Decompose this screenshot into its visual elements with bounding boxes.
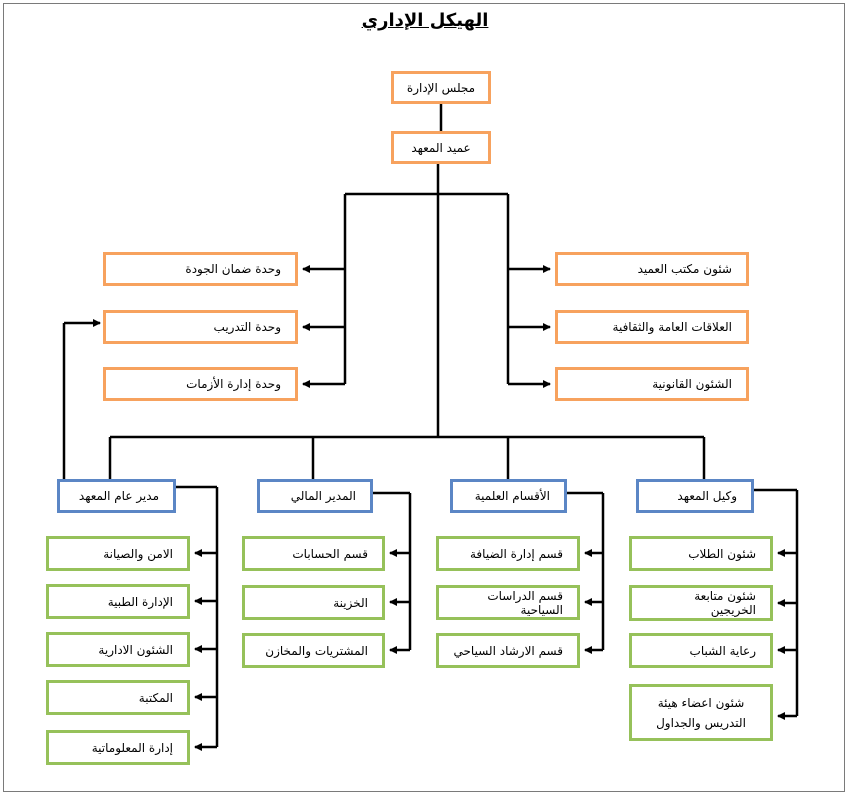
library-box: المكتبة xyxy=(46,680,190,715)
financial-manager-box: المدير المالي xyxy=(257,479,373,513)
board-box: مجلس الإدارة xyxy=(391,71,491,104)
crisis-management-unit-box: وحدة إدارة الأزمات xyxy=(103,367,298,401)
tourism-studies-section-box: قسم الدراسات السياحية xyxy=(436,585,580,620)
administrative-affairs-box: الشئون الادارية xyxy=(46,632,190,667)
medical-administration-box: الإدارة الطبية xyxy=(46,584,190,619)
chart-title: الهيكل الإداري xyxy=(361,10,489,31)
purchasing-stores-box: المشتريات والمخازن xyxy=(242,633,385,668)
training-unit-box: وحدة التدريب xyxy=(103,310,298,344)
dean-office-affairs-box: شئون مكتب العميد xyxy=(555,252,749,286)
hospitality-management-section-box: قسم إدارة الضيافة xyxy=(436,536,580,571)
graduate-followup-box: شئون متابعة الخريجين xyxy=(629,585,773,621)
academic-departments-box: الأقسام العلمية xyxy=(450,479,567,513)
dean-box: عميد المعهد xyxy=(391,131,491,164)
legal-affairs-box: الشئون القانونية xyxy=(555,367,749,401)
treasury-box: الخزينة xyxy=(242,585,385,620)
page-frame xyxy=(3,3,845,792)
quality-assurance-unit-box: وحدة ضمان الجودة xyxy=(103,252,298,286)
youth-care-box: رعاية الشباب xyxy=(629,633,773,668)
faculty-affairs-box: شئون اعضاء هيئة التدريس والجداول xyxy=(629,684,773,741)
security-maintenance-box: الامن والصيانة xyxy=(46,536,190,571)
vice-dean-box: وكيل المعهد xyxy=(636,479,754,513)
student-affairs-box: شئون الطلاب xyxy=(629,536,773,571)
informatics-box: إدارة المعلوماتية xyxy=(46,730,190,765)
accounts-section-box: قسم الحسابات xyxy=(242,536,385,571)
general-manager-box: مدير عام المعهد xyxy=(57,479,176,513)
public-relations-box: العلاقات العامة والثقافية xyxy=(555,310,749,344)
tour-guidance-section-box: قسم الارشاد السياحي xyxy=(436,633,580,668)
